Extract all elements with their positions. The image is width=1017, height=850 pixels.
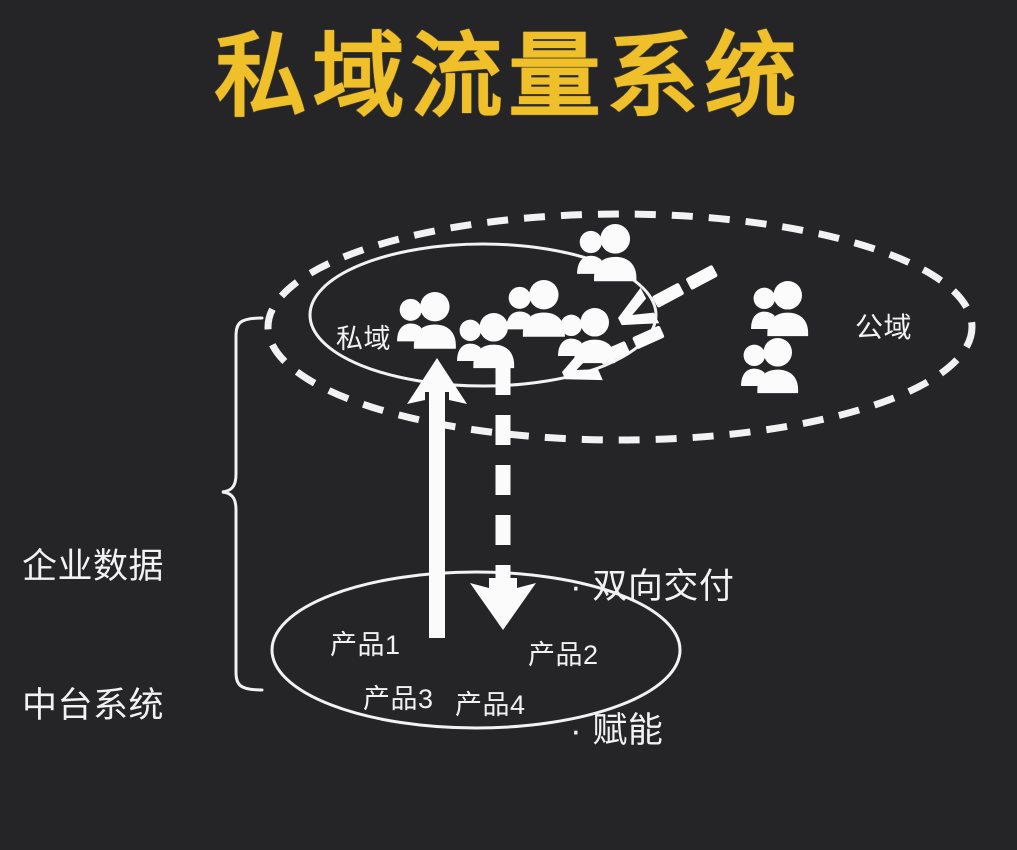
dashed-down-arrow [470,365,536,630]
product-label-1: 产品1 [330,630,401,660]
person-icon [741,338,799,394]
brace [221,316,264,692]
products-ellipse [270,570,682,730]
enterprise-system-label-line2: 中台系统 [22,685,165,725]
product-label-2: 产品2 [528,640,599,670]
person-icon [457,313,515,369]
private-domain-ellipse [308,242,658,388]
person-icon [577,224,637,282]
person-icon [558,308,616,364]
person-icon [506,280,565,337]
public-domain-label: 公域 [855,312,913,343]
enterprise-system-label-line1: 企业数据 [22,547,165,587]
public-domain-ellipse [264,210,976,444]
product-label-3: 产品3 [363,684,434,714]
person-icon [397,292,456,349]
person-icon [751,281,809,337]
page-title: 私域流量系统 [214,23,803,130]
solid-up-arrow [407,358,467,638]
bullet-item-empowerment: · 赋能 [570,711,664,751]
product-label-4: 产品4 [455,690,526,720]
private-domain-label: 私域 [336,324,391,354]
enterprise-system-label: 企业数据 中台系统 [22,452,164,822]
bullet-list: · 双向交付 · 赋能 [570,466,734,850]
bullet-item-bidirectional-delivery: · 双向交付 [570,566,735,606]
